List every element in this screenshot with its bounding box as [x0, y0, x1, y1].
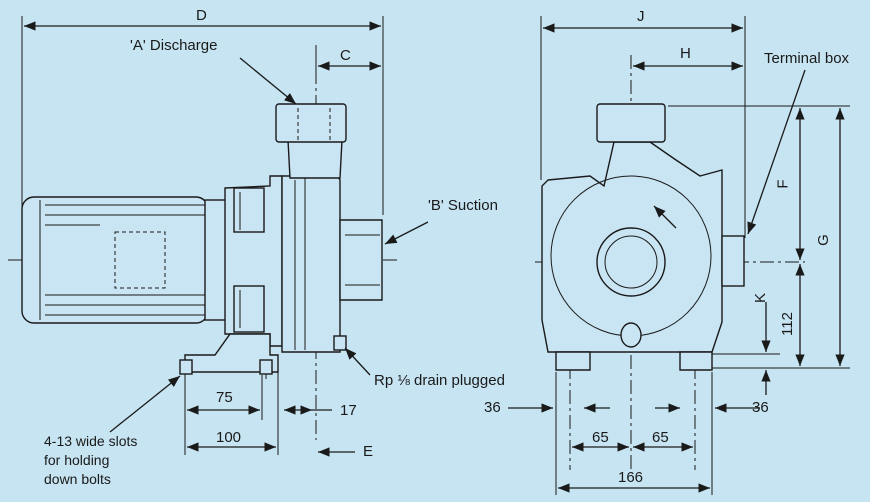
dim-H-label: H	[680, 45, 691, 62]
discharge-leader	[239, 57, 297, 105]
dim-F-label: F	[774, 179, 792, 189]
suction-eye	[596, 227, 666, 297]
terminal-box	[721, 235, 745, 287]
dim-65-right-label: 65	[652, 429, 669, 446]
dim-112-label: 112	[778, 312, 796, 336]
dim-C-label: C	[340, 47, 351, 64]
dim-65-left-label: 65	[592, 429, 609, 446]
end-view	[508, 16, 850, 495]
slots-note-line-2: for holding	[44, 452, 110, 468]
slots-note-line-1: 4-13 wide slots	[44, 433, 138, 449]
discharge-nozzle	[275, 103, 347, 179]
drain-leader	[344, 347, 371, 376]
dim-G-label: G	[814, 234, 832, 246]
drain-boss	[620, 322, 642, 348]
side-view	[8, 16, 429, 457]
volute-casing	[281, 165, 383, 353]
dim-K-label: K	[752, 292, 770, 304]
slots-note-line-3: down bolts	[44, 471, 111, 487]
end-discharge-flange	[596, 103, 666, 143]
dim-D-label: D	[196, 7, 207, 24]
slot-leader	[109, 375, 181, 433]
dim-100-label: 100	[216, 429, 242, 446]
terminal-box-label: Terminal box	[764, 50, 850, 67]
dim-36-left-label: 36	[484, 399, 501, 416]
pump-foot	[184, 333, 279, 373]
motor	[21, 196, 228, 324]
drain-label: Rp ⅛ drain plugged	[374, 372, 505, 389]
dim-166-label: 166	[618, 469, 644, 486]
dim-36-right-label: 36	[752, 399, 769, 416]
dim-J-label: J	[637, 8, 645, 25]
dim-75-label: 75	[216, 389, 233, 406]
suction-leader	[384, 221, 429, 245]
discharge-label: 'A' Discharge	[130, 37, 218, 54]
dim-17-label: 17	[340, 402, 357, 419]
bracket	[224, 175, 283, 347]
suction-label: 'B' Suction	[428, 197, 498, 214]
dim-E-label: E	[363, 443, 374, 460]
terminal-box-leader	[747, 69, 806, 235]
